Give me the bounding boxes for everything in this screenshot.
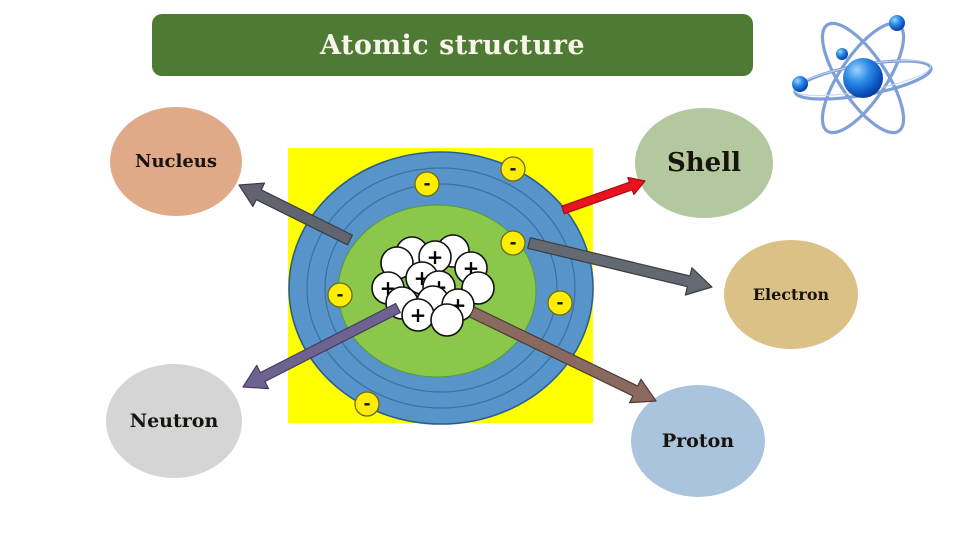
nucleus-group: +++++++ [371,234,495,337]
shell-circle [288,151,594,425]
minus-symbol: - [423,174,430,194]
orbit-ring-2 [324,183,558,393]
page-title: Atomic structure [319,29,586,61]
minus-symbol: - [509,233,516,253]
electron-dot: - [327,282,353,308]
minus-symbol: - [363,394,370,414]
proton-label: Proton [631,385,765,497]
plus-symbol: + [450,293,467,317]
nucleus-label-text: Nucleus [134,151,217,172]
neutron-label: Neutron [106,364,242,478]
plus-symbol: + [410,303,427,327]
proton-particle: + [371,271,405,305]
proton-particle: + [454,251,488,285]
proton-label-text: Proton [661,430,735,452]
plus-symbol: + [380,276,397,300]
neutron-particle [436,234,470,268]
minus-symbol: - [509,159,516,179]
neutron-label-text: Neutron [129,410,219,432]
electron-label: Electron [724,240,858,349]
electron-label-text: Electron [752,285,830,304]
proton-arrow [469,306,657,404]
plus-symbol: + [414,266,431,290]
electron-arrow [527,237,713,296]
shell-arrow [561,176,646,215]
electrons-group: - - - - - - [327,156,573,417]
neutron-particle [461,271,495,305]
shell-label: Shell [635,108,773,218]
yellow-backdrop [288,148,593,423]
shell-label-text: Shell [667,148,741,178]
plus-symbol: + [463,256,480,280]
proton-particle: + [441,288,475,322]
neutron-arrow [242,302,401,390]
proton-particle: + [401,298,435,332]
atom-logo-icon [792,15,933,135]
minus-symbol: - [336,285,343,305]
core-circle [337,204,537,378]
plus-symbol: + [431,275,448,299]
orbit-ring-1 [306,167,576,409]
proton-particle: + [405,261,439,295]
nucleus-arrow [238,182,353,246]
electron-dot: - [547,290,573,316]
nucleus-label: Nucleus [110,107,242,216]
neutron-particle [380,246,414,280]
title-banner: Atomic structure [152,14,753,76]
neutron-particle [385,286,419,320]
electron-dot: - [500,230,526,256]
plus-symbol: + [427,245,444,269]
proton-particle: + [422,270,456,304]
neutron-particle [416,285,450,319]
minus-symbol: - [556,293,563,313]
neutron-particle [395,236,429,270]
electron-dot: - [354,391,380,417]
electron-dot: - [500,156,526,182]
electron-dot: - [414,171,440,197]
proton-particle: + [418,240,452,274]
neutron-particle [430,303,464,337]
